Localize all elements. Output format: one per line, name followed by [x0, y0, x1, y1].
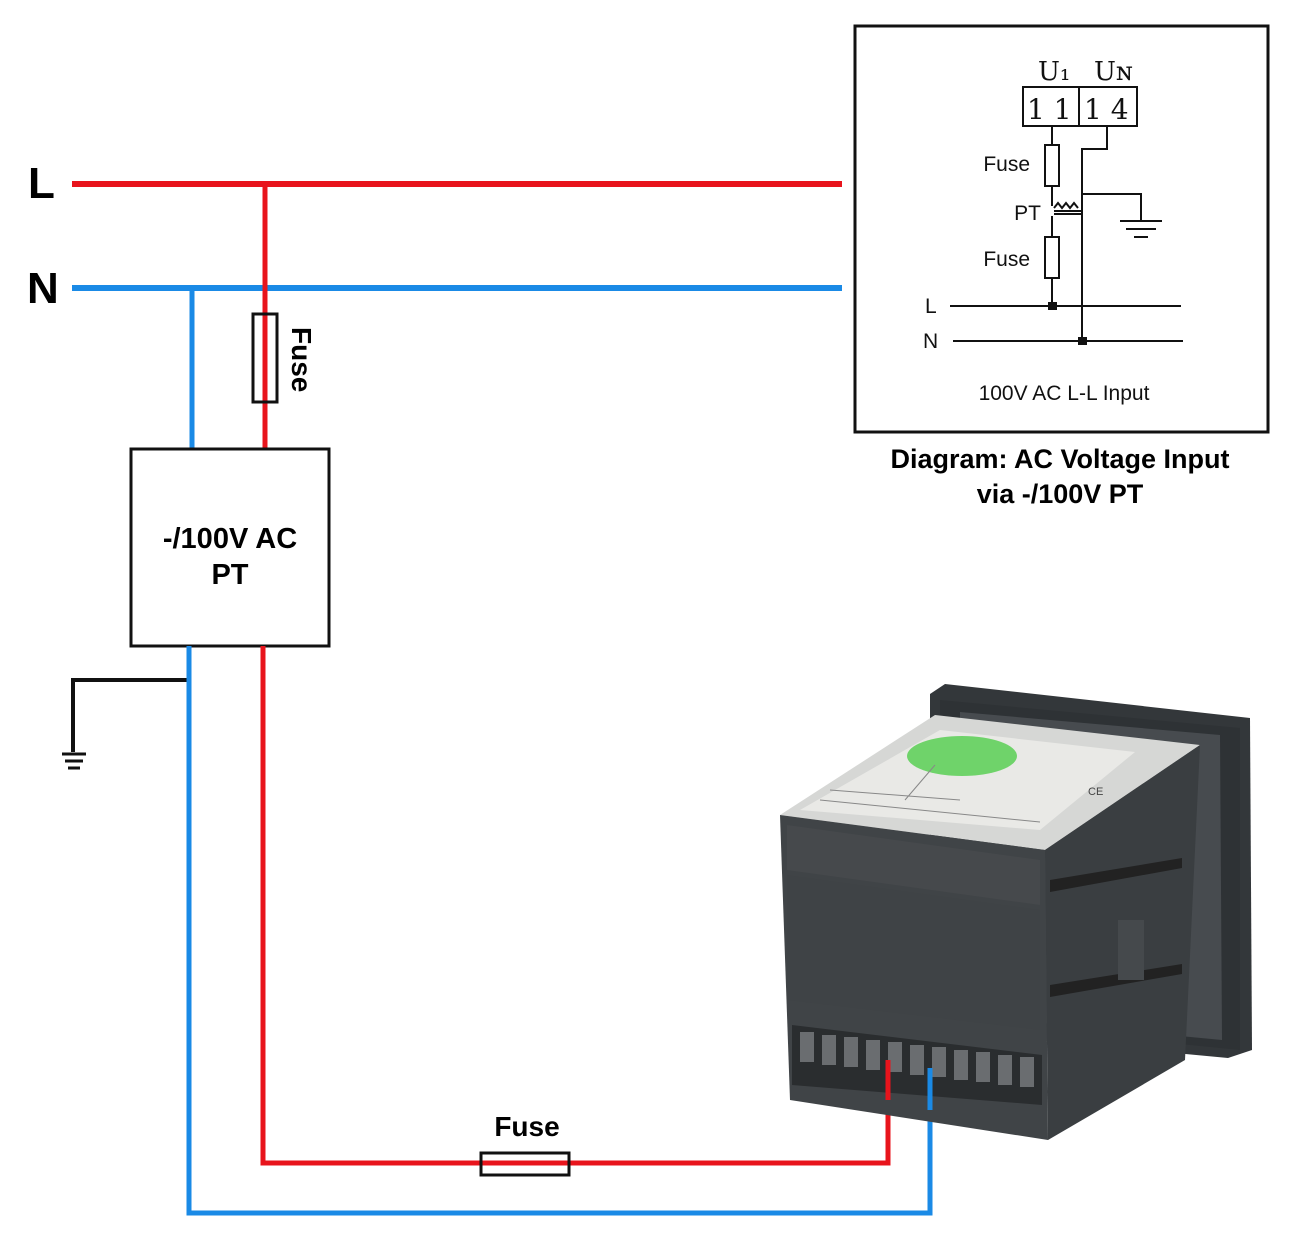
terminal-u1-label: U₁: [1038, 57, 1070, 87]
terminal-screws: [800, 1032, 1034, 1087]
inset-fuse-lower-label: Fuse: [983, 248, 1030, 271]
terminal-un-label: Uɴ: [1094, 57, 1133, 87]
fuse-bottom-outline: [479, 1151, 571, 1177]
label-sticker: [800, 730, 1135, 830]
ce-mark: CE: [1088, 786, 1103, 798]
inset-pt-label: PT: [1014, 202, 1041, 225]
inset-frame: [853, 24, 1270, 434]
junction-dot-n: [1078, 337, 1087, 345]
inset-l-label: L: [925, 295, 937, 318]
ground-wire: [71, 678, 189, 752]
fuse-top-symbol: [251, 312, 279, 404]
inset-fuse-upper-label: Fuse: [983, 153, 1030, 176]
pt-box: [129, 447, 331, 648]
fuse-bottom-label: Fuse: [494, 1111, 559, 1142]
diagram-title-line1: Diagram: AC Voltage Input: [890, 444, 1229, 474]
inset-caption: 100V AC L-L Input: [979, 382, 1150, 405]
terminal-11: 1 1: [1027, 93, 1072, 126]
terminal-14: 1 4: [1084, 93, 1129, 126]
pt-box-label-2: PT: [211, 559, 248, 591]
line-label: L: [28, 159, 55, 208]
inset-n-label: N: [923, 330, 938, 353]
fuse-top-label: Fuse: [286, 327, 317, 392]
sticker-seal: [907, 736, 1017, 776]
inset-ground-icon: [1120, 220, 1162, 238]
panel-meter-icon: CE: [780, 684, 1252, 1140]
neutral-secondary-wire: [186, 646, 933, 1216]
pt-box-label-1: -/100V AC: [163, 523, 297, 555]
ground-icon: [62, 752, 86, 770]
junction-dot-l: [1048, 302, 1057, 310]
neutral-label: N: [27, 264, 59, 313]
pt-transformer-icon: [1053, 201, 1082, 215]
inset-schematic-lines: [950, 126, 1183, 342]
diagram-title-line2: via -/100V PT: [977, 479, 1144, 509]
